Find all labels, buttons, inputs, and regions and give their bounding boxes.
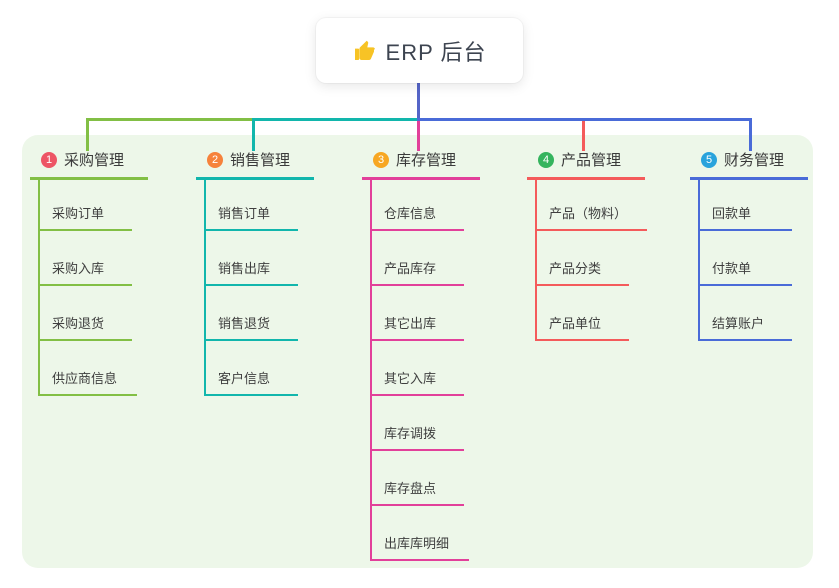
root-node[interactable]: ERP 后台 (316, 18, 523, 83)
child-node[interactable]: 销售退货 (206, 286, 298, 341)
root-trunk-line (417, 82, 420, 121)
branch-header-finance[interactable]: 5 财务管理 (690, 146, 808, 180)
branch-drop-line-finance (749, 118, 752, 151)
children-list-sales: 销售订单 销售出库 销售退货 客户信息 (204, 180, 314, 396)
child-node[interactable]: 付款单 (700, 231, 792, 286)
child-node[interactable]: 出库库明细 (372, 506, 470, 561)
bus-segment-sales (252, 118, 420, 121)
child-node[interactable]: 供应商信息 (40, 341, 138, 396)
child-node[interactable]: 产品分类 (537, 231, 629, 286)
branch-header-product[interactable]: 4 产品管理 (527, 146, 645, 180)
child-node[interactable]: 其它出库 (372, 286, 464, 341)
child-node[interactable]: 仓库信息 (372, 180, 464, 231)
thumbs-up-icon (354, 40, 375, 60)
branch-header-inventory[interactable]: 3 库存管理 (362, 146, 480, 180)
branch-label: 财务管理 (724, 152, 785, 169)
branch-label: 产品管理 (561, 152, 622, 169)
branch-label: 采购管理 (64, 152, 125, 169)
child-node[interactable]: 销售订单 (206, 180, 298, 231)
branch-inventory: 3 库存管理 仓库信息 产品库存 其它出库 其它入库 库存调拨 库存盘点 出库库… (362, 146, 480, 561)
child-node[interactable]: 结算账户 (700, 286, 792, 341)
branch-purchase: 1 采购管理 采购订单 采购入库 采购退货 供应商信息 (30, 146, 148, 396)
children-list-finance: 回款单 付款单 结算账户 (698, 180, 808, 341)
child-node[interactable]: 客户信息 (206, 341, 298, 396)
child-node[interactable]: 销售出库 (206, 231, 298, 286)
mindmap-canvas-panel (22, 135, 813, 568)
child-node[interactable]: 库存盘点 (372, 451, 464, 506)
branch-label: 库存管理 (396, 152, 457, 169)
branch-drop-line-product (582, 121, 585, 151)
branch-drop-line-inventory (417, 121, 420, 151)
branch-drop-line-sales (252, 118, 255, 151)
branch-header-sales[interactable]: 2 销售管理 (196, 146, 314, 180)
branch-number-badge: 3 (373, 151, 389, 168)
child-node[interactable]: 其它入库 (372, 341, 464, 396)
branch-number-badge: 1 (41, 151, 57, 168)
child-node[interactable]: 库存调拨 (372, 396, 464, 451)
bus-segment-purchase (86, 118, 255, 121)
branch-number-badge: 5 (701, 151, 717, 168)
bus-segment-right (417, 118, 752, 121)
child-node[interactable]: 采购退货 (40, 286, 132, 341)
branch-finance: 5 财务管理 回款单 付款单 结算账户 (690, 146, 808, 341)
child-node[interactable]: 回款单 (700, 180, 792, 231)
children-list-purchase: 采购订单 采购入库 采购退货 供应商信息 (38, 180, 148, 396)
branch-sales: 2 销售管理 销售订单 销售出库 销售退货 客户信息 (196, 146, 314, 396)
child-node[interactable]: 产品（物料） (537, 180, 648, 231)
child-node[interactable]: 产品单位 (537, 286, 629, 341)
branch-header-purchase[interactable]: 1 采购管理 (30, 146, 148, 180)
branch-label: 销售管理 (230, 152, 291, 169)
branch-drop-line-purchase (86, 118, 89, 151)
child-node[interactable]: 产品库存 (372, 231, 464, 286)
child-node[interactable]: 采购入库 (40, 231, 132, 286)
child-node[interactable]: 采购订单 (40, 180, 132, 231)
branch-product: 4 产品管理 产品（物料） 产品分类 产品单位 (527, 146, 648, 341)
root-label: ERP 后台 (385, 39, 487, 65)
branch-number-badge: 4 (538, 151, 554, 168)
children-list-inventory: 仓库信息 产品库存 其它出库 其它入库 库存调拨 库存盘点 出库库明细 (370, 180, 480, 561)
children-list-product: 产品（物料） 产品分类 产品单位 (535, 180, 648, 341)
branch-number-badge: 2 (207, 151, 223, 168)
